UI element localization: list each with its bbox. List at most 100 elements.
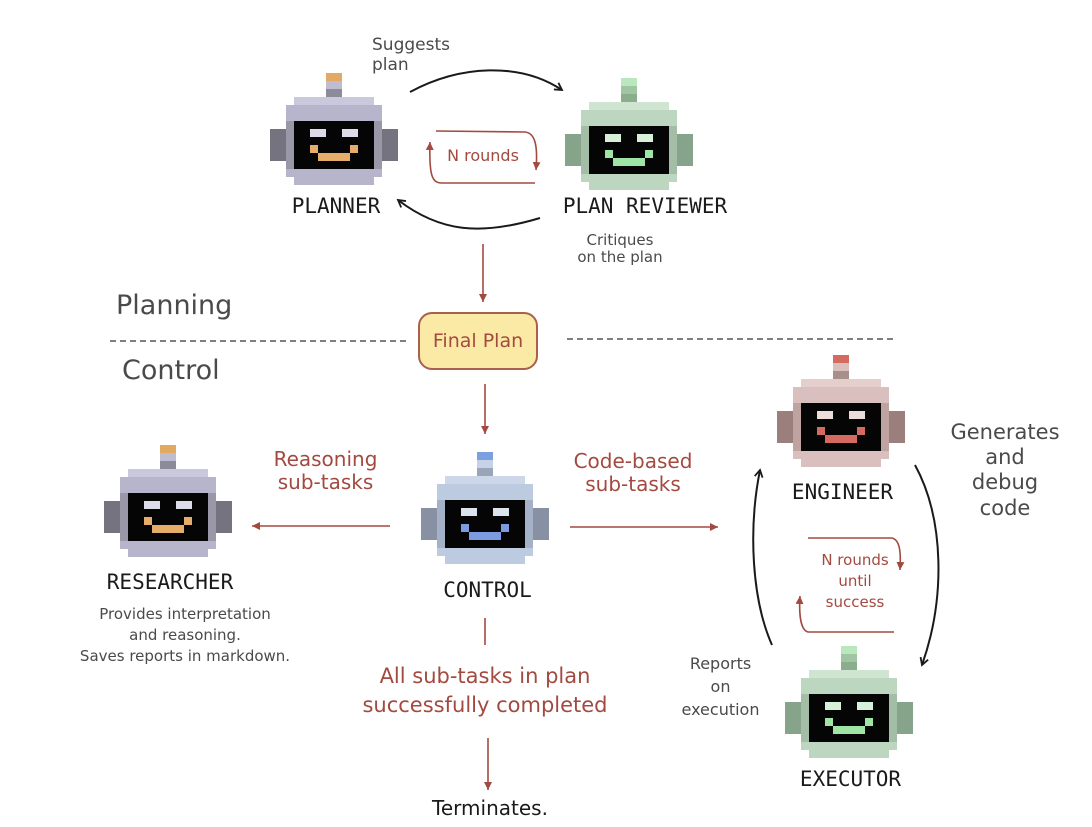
robot-antenna-mid (160, 453, 176, 461)
control-label: CONTROL (443, 578, 532, 602)
robot-antenna-base (160, 461, 176, 469)
robot-side-right (889, 694, 897, 742)
executor-label: EXECUTOR (799, 767, 902, 791)
robot-eye-right (176, 501, 192, 509)
robot-ear-left (777, 411, 793, 443)
robot-eye-left (605, 134, 621, 142)
n-rounds-success-loop-bottom (795, 595, 894, 633)
robot-eye-right (857, 702, 873, 710)
reports-arrow (752, 468, 773, 646)
suggests-plan-label: Suggests plan (372, 35, 450, 75)
robot-side-right (525, 500, 533, 548)
robot-mouth-left (817, 427, 825, 435)
reports-execution-label: Reports on execution (681, 654, 760, 720)
robot-side-left (286, 121, 294, 169)
final-plan-box: Final Plan (418, 312, 538, 370)
robot-ear-left (104, 501, 120, 533)
robot-mouth-right (857, 427, 865, 435)
robot-head-bottom (294, 177, 374, 185)
robot-eye-left (144, 501, 160, 509)
robot-side-right (374, 121, 382, 169)
robot-eye-right (493, 508, 509, 516)
robot-mouth-right (501, 524, 509, 532)
robot-mouth-right (645, 150, 653, 158)
final-plan-label: Final Plan (432, 330, 524, 352)
robot-mouth-left (144, 517, 152, 525)
robot-antenna-base (621, 94, 637, 102)
robot-antenna-mid (841, 654, 857, 662)
robot-head-top (801, 379, 881, 387)
robot-antenna-mid (477, 460, 493, 468)
robot-antenna-base (326, 89, 342, 97)
robot-head-bottom (445, 556, 525, 564)
robot-head-bottom (128, 549, 208, 557)
robot-side-left (437, 500, 445, 548)
generates-arrow (914, 464, 940, 667)
plan-reviewer-label: PLAN REVIEWER (562, 194, 728, 218)
robot-ear-left (785, 702, 801, 734)
robot-mouth-left (605, 150, 613, 158)
robot-eye-left (461, 508, 477, 516)
n-rounds-loop-top (425, 141, 535, 184)
robot-screen (445, 500, 525, 548)
robot-ear-left (270, 129, 286, 161)
robot-screen (801, 403, 881, 451)
robot-mouth-right (350, 145, 358, 153)
robot-eye-right (342, 129, 358, 137)
robot-eye-right (637, 134, 653, 142)
robot-eye-left (817, 411, 833, 419)
robot-mouth-left (310, 145, 318, 153)
planner-robot-icon (270, 73, 398, 185)
robot-mouth-left (461, 524, 469, 532)
robot-antenna-base (833, 371, 849, 379)
robot-antenna-mid (833, 363, 849, 371)
robot-screen (809, 694, 889, 742)
code-subtasks-label: Code-based sub-tasks (573, 449, 693, 496)
robot-ear-right (889, 411, 905, 443)
all-completed-label: All sub-tasks in plan successfully compl… (362, 664, 608, 718)
robot-antenna-top (833, 355, 849, 363)
n-rounds-until-success-label: N rounds until success (821, 551, 889, 611)
robot-side-left (120, 493, 128, 541)
suggests-plan-arrow (409, 69, 564, 93)
researcher-label: RESEARCHER (106, 570, 234, 594)
robot-head-top (809, 670, 889, 678)
robot-side-left (581, 126, 589, 174)
executor-robot-icon (785, 646, 913, 758)
planning-section-label: Planning (116, 290, 233, 321)
robot-head-bottom (589, 182, 669, 190)
robot-mouth (152, 525, 184, 533)
robot-mouth (318, 153, 350, 161)
robot-ear-left (421, 508, 437, 540)
n-rounds-label: N rounds (447, 146, 519, 165)
critiques-label: Critiques on the plan (577, 231, 663, 267)
robot-antenna-top (160, 445, 176, 453)
robot-antenna-mid (621, 86, 637, 94)
robot-ear-left (565, 134, 581, 166)
robot-head-bottom (801, 459, 881, 467)
robot-head-top (294, 97, 374, 105)
robot-antenna-top (841, 646, 857, 654)
robot-eye-left (825, 702, 841, 710)
robot-antenna-top (477, 452, 493, 460)
robot-antenna-top (621, 78, 637, 86)
robot-eye-right (849, 411, 865, 419)
n-rounds-success-loop-top (808, 537, 905, 571)
robot-mouth-right (865, 718, 873, 726)
robot-head-bottom (809, 750, 889, 758)
robot-mouth (469, 532, 501, 540)
robot-screen (589, 126, 669, 174)
engineer-label: ENGINEER (791, 480, 894, 504)
robot-side-right (208, 493, 216, 541)
robot-ear-right (533, 508, 549, 540)
robot-ear-right (216, 501, 232, 533)
n-rounds-loop-bottom (435, 130, 541, 171)
robot-screen (128, 493, 208, 541)
robot-screen (294, 121, 374, 169)
robot-mouth (833, 726, 865, 734)
robot-antenna-base (841, 662, 857, 670)
robot-side-right (881, 403, 889, 451)
researcher-description: Provides interpretation and reasoning. S… (79, 605, 291, 665)
